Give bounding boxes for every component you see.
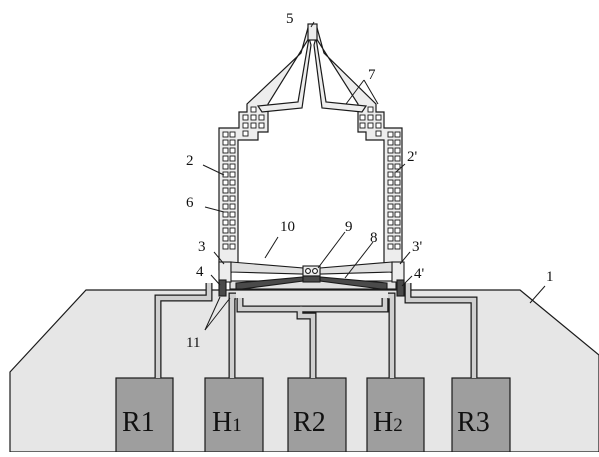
leader-lines (202, 21, 546, 331)
callout-5: 5 (286, 11, 294, 27)
callout-10: 10 (280, 219, 295, 235)
left-contact (218, 279, 227, 297)
pad-group (115, 377, 511, 453)
trace-group (154, 283, 478, 378)
callout-8: 8 (370, 230, 378, 246)
callout-3-prime: 3' (412, 239, 423, 255)
hinge-dot-left (305, 268, 311, 274)
callout-1: 1 (546, 269, 554, 285)
hinge-dot-right (312, 268, 318, 274)
pad-label-h2: H2 (373, 407, 403, 438)
pad-label-h1: H1 (212, 407, 242, 438)
callout-3: 3 (198, 239, 206, 255)
pad-r3 (451, 377, 511, 453)
callout-labels: 1 2 2' 3 3' 4 4' 5 6 7 8 9 10 11 (186, 11, 554, 351)
heater-center (302, 275, 321, 283)
right-contact (396, 279, 405, 297)
right-foot (391, 261, 405, 283)
right-heater (319, 276, 388, 290)
callout-6: 6 (186, 195, 194, 211)
pad-label-r3: R3 (457, 407, 490, 438)
pad-h1 (204, 377, 264, 453)
left-beam (230, 261, 304, 275)
pad-r2 (287, 377, 347, 453)
callout-11: 11 (186, 335, 200, 351)
heater (235, 275, 388, 290)
pad-labels: R1 H1 R2 H2 R3 (122, 407, 490, 438)
membrane (230, 261, 393, 277)
pad-h2 (366, 377, 425, 453)
callout-9: 9 (345, 219, 353, 235)
left-foot (218, 261, 232, 283)
callout-7: 7 (368, 67, 376, 83)
callout-2-prime: 2' (407, 149, 418, 165)
callout-4: 4 (196, 264, 204, 280)
right-holes (359, 106, 401, 250)
apex-tip (307, 23, 318, 41)
frame-feet (218, 261, 405, 297)
left-holes (222, 106, 265, 250)
right-inner-arm (313, 37, 368, 113)
pad-label-r2: R2 (293, 407, 326, 438)
callout-2: 2 (186, 153, 194, 169)
left-heater (235, 276, 304, 290)
pad-r1 (115, 377, 174, 453)
left-inner-arm (256, 37, 312, 113)
callout-4-prime: 4' (414, 266, 425, 282)
pad-label-r1: R1 (122, 407, 155, 438)
